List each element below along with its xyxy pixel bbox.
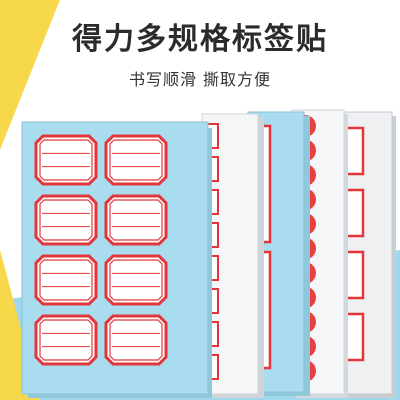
headline: 得力多规格标签贴 [72, 22, 328, 57]
octagon-label-inner [39, 259, 93, 301]
octagon-label [34, 134, 98, 186]
octagon-label [34, 254, 98, 306]
octagon-label-inner [39, 139, 93, 181]
octagon-label [104, 194, 168, 246]
octagon-label [104, 134, 168, 186]
octagon-label-inner [109, 199, 163, 241]
octagon-label [34, 194, 98, 246]
pad-octagon-frame-labels [21, 121, 212, 398]
tagline: 书写顺滑 撕取方便 [128, 70, 272, 89]
octagon-label-inner [109, 319, 163, 361]
octagon-label [34, 314, 98, 366]
octagon-label-inner [109, 139, 163, 181]
octagon-label [104, 254, 168, 306]
octagon-label-inner [39, 319, 93, 361]
octagon-label-inner [109, 259, 163, 301]
octagon-label [104, 314, 168, 366]
octagon-label-inner [39, 199, 93, 241]
